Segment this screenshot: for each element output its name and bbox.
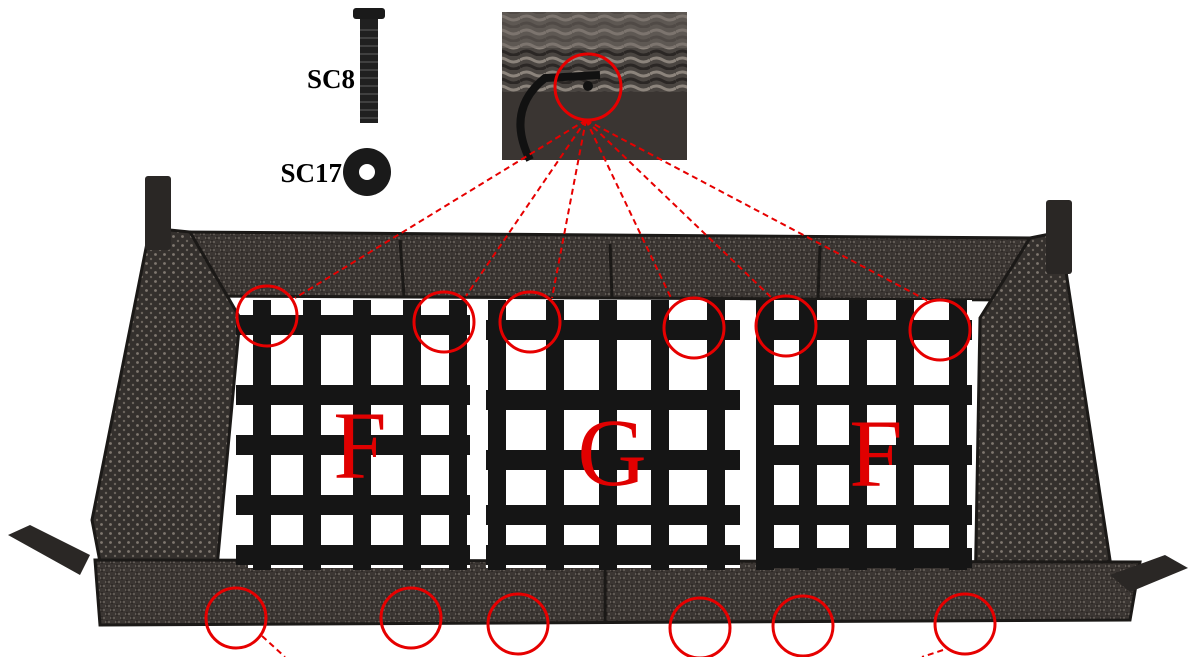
- callout-circle: [379, 586, 443, 650]
- section-label-left: F: [333, 392, 386, 499]
- callout-circle: [771, 594, 835, 657]
- section-label-right: F: [849, 400, 902, 507]
- leader-line: [921, 649, 944, 657]
- leader-line: [261, 635, 286, 657]
- leader-line: [465, 119, 587, 297]
- washer-icon: [343, 148, 391, 196]
- callout-circle: [908, 298, 972, 362]
- seat-grid-right: [756, 300, 972, 570]
- seat-grid-center: [486, 300, 740, 570]
- leader-line: [585, 119, 931, 303]
- callout-circle: [204, 586, 268, 650]
- washer-label: SC17: [280, 158, 342, 188]
- leader-line: [551, 119, 587, 299]
- callout-circle: [662, 296, 726, 360]
- callout-circle: [498, 290, 562, 354]
- leader-line: [294, 119, 587, 299]
- callout-circle: [754, 294, 818, 358]
- section-label-center: G: [577, 399, 646, 506]
- leader-lines: [261, 119, 944, 657]
- bottom-callouts: [204, 586, 997, 657]
- callout-circle: [235, 284, 299, 348]
- bolt-icon: [353, 8, 385, 123]
- sofa-frame: [8, 176, 1188, 627]
- bolt-label: SC8: [307, 64, 355, 94]
- leader-line: [585, 119, 673, 301]
- callout-circle: [486, 592, 550, 656]
- zoom-detail-inset: [502, 12, 687, 162]
- callout-circle: [412, 290, 476, 354]
- callout-circle: [933, 592, 997, 656]
- seat-grid-left: [236, 300, 470, 570]
- callout-circle: [668, 596, 732, 657]
- top-callouts: [235, 284, 972, 362]
- leader-line: [585, 119, 775, 301]
